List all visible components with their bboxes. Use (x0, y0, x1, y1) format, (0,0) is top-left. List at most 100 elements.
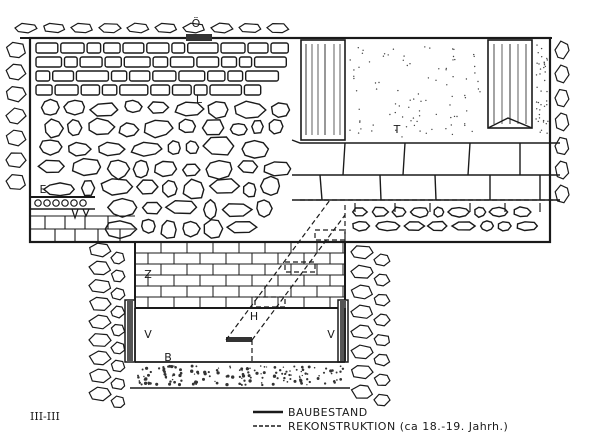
stipple-dot (535, 118, 537, 120)
stipple-dot (446, 84, 448, 86)
stipple-dot (538, 63, 540, 65)
gravel-grain (143, 378, 146, 381)
gravel-grain (173, 365, 175, 367)
gravel-grain (299, 379, 303, 383)
gravel-grain (278, 368, 282, 372)
gravel-grain (261, 376, 264, 379)
rubble-stone (110, 287, 126, 301)
rubble-stone (14, 22, 38, 34)
squared-stone (171, 84, 192, 96)
squared-stone (209, 84, 243, 96)
gravel-grain (191, 382, 195, 386)
fieldstone (130, 141, 163, 157)
fieldstone (256, 199, 273, 218)
fieldstone (66, 118, 83, 137)
fieldstone (98, 141, 126, 157)
fieldstone (221, 203, 254, 218)
gravel-grain (149, 382, 152, 385)
gravel-grain (168, 382, 172, 386)
gravel-grain (288, 373, 291, 377)
fieldstone (141, 201, 163, 215)
squared-stone (104, 56, 122, 68)
gravel-grain (144, 366, 149, 370)
ashlar-joint-ticks (354, 203, 541, 212)
squared-stone (238, 56, 253, 68)
rubble-stone (5, 173, 26, 190)
label-v-right: V (327, 328, 335, 341)
fieldstone (351, 207, 369, 217)
rubble-stone (350, 284, 374, 300)
gravel-grain (306, 384, 308, 386)
lower-brick-section (124, 241, 350, 389)
squared-stone (123, 56, 151, 68)
gravel-grain (301, 374, 303, 377)
gravel-grain (241, 374, 246, 378)
stipple-dot (378, 81, 380, 84)
label-h: H (250, 310, 258, 323)
fieldstone (268, 118, 284, 135)
stipple-dot (449, 104, 451, 106)
gravel-grain (300, 382, 303, 385)
gravel-grain (308, 380, 311, 384)
squared-stone (171, 42, 186, 54)
stipple-dot (538, 113, 541, 116)
fieldstone (118, 122, 140, 138)
stipple-dot (349, 59, 351, 61)
fieldstone (124, 99, 143, 114)
rubble-stone (554, 160, 570, 180)
stipple-dot (540, 129, 543, 131)
fieldstone (42, 182, 76, 197)
stipple-dot (453, 48, 455, 51)
gravel-grain (318, 375, 320, 377)
gravel-grain (164, 374, 167, 377)
gravel-grain (259, 365, 262, 367)
gravel-grain (207, 371, 210, 374)
stipple-dot (539, 131, 541, 133)
fieldstone (259, 175, 281, 197)
gravel-grain (263, 366, 266, 368)
gravel-grain (283, 376, 286, 380)
stipple-dot (353, 75, 355, 78)
squared-stone (193, 84, 208, 96)
fieldstone (450, 221, 477, 231)
gravel-grain (313, 366, 316, 369)
rubble-stone (98, 23, 122, 34)
gravel-grain (306, 378, 309, 381)
gravel-grain (226, 374, 230, 378)
rubble-stone (373, 353, 391, 367)
gravel-grain (144, 382, 147, 385)
rubble-stone (110, 359, 126, 373)
fieldstone (185, 140, 200, 155)
rubble-stone (350, 264, 374, 279)
fieldstone (161, 179, 178, 198)
fieldstone (488, 206, 509, 218)
fieldstone (208, 178, 241, 194)
stipple-dot (456, 115, 458, 118)
gravel-grain (165, 377, 167, 379)
fieldstone (207, 100, 229, 120)
squared-stone (63, 56, 78, 68)
gravel-grain (216, 371, 220, 375)
gravel-grain (238, 375, 242, 379)
fieldstone (263, 161, 292, 177)
gravel-grain (290, 374, 292, 376)
squared-stone (128, 70, 151, 82)
stipple-dot (389, 113, 391, 116)
rubble-stone (350, 324, 374, 339)
stipple-dot (543, 63, 546, 66)
stipple-dot (464, 97, 467, 99)
fieldstone (40, 98, 60, 116)
gravel-grain (174, 366, 177, 369)
gravel-grain (147, 383, 150, 386)
stipple-dot (412, 117, 415, 119)
rubble-stone (373, 373, 391, 387)
rubble-stone (373, 293, 391, 307)
fieldstone (71, 157, 102, 177)
gravel-grain (295, 368, 298, 371)
fieldstone (513, 206, 532, 218)
stipple-dot (353, 69, 355, 71)
rubble-stone (110, 395, 126, 409)
squared-stone (35, 56, 63, 68)
stipple-dot (536, 86, 538, 89)
stipple-dot (537, 52, 539, 54)
